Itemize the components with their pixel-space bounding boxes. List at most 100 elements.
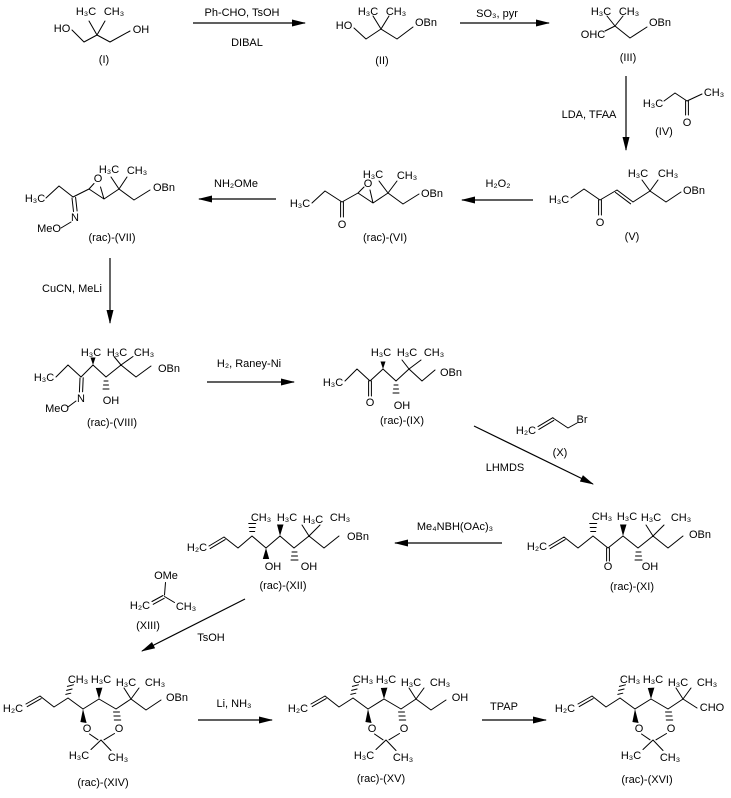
atom-me1: H₃C xyxy=(76,6,96,18)
atom-me2: CH₃ xyxy=(330,512,350,524)
wedge-bonds-xv xyxy=(365,687,388,723)
atom-me2: CH₃ xyxy=(145,677,165,689)
reagent-tsoh: TsOH xyxy=(197,632,225,644)
atom-ho: HO xyxy=(54,23,71,35)
atom-n: N xyxy=(71,212,79,224)
atom-obn: OBn xyxy=(166,692,188,704)
bonds-vii xyxy=(45,176,151,229)
compound-label-xiv: (rac)-(XIV) xyxy=(77,777,128,789)
atom-o-right: O xyxy=(667,723,676,735)
atom-meo: MeO xyxy=(37,223,61,235)
atom-obn: OBn xyxy=(153,182,175,194)
compound-iii-structure: OHC H₃C CH₃ OBn (III) xyxy=(581,6,671,64)
reagent-lhmds: LHMDS xyxy=(486,462,525,474)
compound-label-iv: (IV) xyxy=(655,126,673,138)
atom-me1: H₃C xyxy=(628,168,648,180)
atom-me-hash: CH₃ xyxy=(353,674,373,686)
atom-me1: H₃C xyxy=(107,347,127,359)
atom-obn: OBn xyxy=(421,188,443,200)
bonds-xiv xyxy=(25,684,162,751)
bonds-iv xyxy=(663,92,703,116)
atom-obn: OBn xyxy=(440,367,462,379)
atom-me-wedge: H₃C xyxy=(91,674,111,686)
bonds-iii xyxy=(604,15,648,39)
atom-h2c: H₂C xyxy=(130,600,150,612)
atom-me-wedge: H₃C xyxy=(371,347,391,359)
atom-o-ketone: O xyxy=(338,219,347,231)
atom-me-hash: CH₃ xyxy=(592,511,612,523)
atom-me1: H₃C xyxy=(397,347,417,359)
compound-xvi-structure: H₂C CH₃ H₃C H₃C CH₃ CHO O O H₃C CH₃ (rac… xyxy=(555,674,725,786)
atom-acetonide-me2: CH₃ xyxy=(108,752,128,764)
compound-label-xiii: (XIII) xyxy=(136,620,160,632)
compound-iv-structure: H₃C CH₃ O (IV) xyxy=(643,87,724,138)
compound-label-ii: (II) xyxy=(375,55,388,67)
atom-oh2: OH xyxy=(301,561,318,573)
atom-me2: CH₃ xyxy=(697,677,717,689)
wedge-bond-ix xyxy=(380,361,386,369)
atom-me2: CH₃ xyxy=(658,168,678,180)
compound-xiii-structure: OMe H₂C CH₃ (XIII) xyxy=(130,570,196,632)
compound-ix-structure: H₃C O H₃C H₃C CH₃ OH OBn (rac)-(IX) xyxy=(323,347,462,427)
atom-cho: CHO xyxy=(700,702,725,714)
atom-me2: CH₃ xyxy=(134,347,154,359)
atom-me2: CH₃ xyxy=(386,6,406,18)
reaction-arrows xyxy=(106,19,630,724)
atom-h2c: H₂C xyxy=(3,703,23,715)
atom-et: H₃C xyxy=(323,377,343,389)
atom-et: H₃C xyxy=(549,194,569,206)
compound-label-xv: (rac)-(XV) xyxy=(357,773,405,785)
atom-obn: OBn xyxy=(415,17,437,29)
atom-oh: OH xyxy=(133,24,150,36)
atom-oh: OH xyxy=(452,692,469,704)
compound-label-ix: (rac)-(IX) xyxy=(380,415,424,427)
atom-me-wedge: H₃C xyxy=(617,511,637,523)
bonds-xv xyxy=(310,684,447,751)
atom-ho: HO xyxy=(336,20,353,32)
atom-oh: OH xyxy=(394,400,411,412)
bonds-xvi xyxy=(577,684,698,751)
atom-me1: H₃C xyxy=(668,677,688,689)
compound-viii-structure: H₃C N MeO H₃C H₃C CH₃ OH OBn (rac)-(VIII… xyxy=(34,347,180,429)
atom-o-left: O xyxy=(635,723,644,735)
atom-obn: OBn xyxy=(683,185,705,197)
bonds-xii xyxy=(208,523,340,561)
atom-o-epoxide: O xyxy=(94,173,103,185)
bonds-i xyxy=(71,20,131,43)
reagent-dibal: DIBAL xyxy=(231,37,263,49)
atom-me2: CH₃ xyxy=(430,677,450,689)
reagent-phcho-tsoh: Ph-CHO, TsOH xyxy=(205,7,280,19)
atom-h2c: H₂C xyxy=(288,703,308,715)
reagent-h2o2: H₂O₂ xyxy=(485,178,510,190)
atom-me2: CH₃ xyxy=(127,165,147,177)
atom-o-right: O xyxy=(400,723,409,735)
atom-o-left: O xyxy=(83,723,92,735)
atom-h2c: H₂C xyxy=(555,703,575,715)
atom-h2c: H₂C xyxy=(516,425,536,437)
atom-acetonide-me1: H₃C xyxy=(69,750,89,762)
compound-label-v: (V) xyxy=(625,231,640,243)
atom-et: H₃C xyxy=(290,198,310,210)
compound-xv-structure: H₂C CH₃ H₃C H₃C CH₃ OH O O H₃C CH₃ (rac)… xyxy=(288,674,468,785)
compound-label-viii: (rac)-(VIII) xyxy=(87,417,137,429)
atom-ome: OMe xyxy=(154,570,178,582)
atom-obn: OBn xyxy=(689,529,711,541)
wedge-bond-xi xyxy=(620,524,627,536)
bonds-xi xyxy=(548,523,684,562)
arrow-step10 xyxy=(141,598,246,652)
atom-o: O xyxy=(596,217,605,229)
atom-h2c: H₂C xyxy=(527,541,547,553)
atom-br: Br xyxy=(577,414,588,426)
atom-n: N xyxy=(77,393,85,405)
atom-me-hash: CH₃ xyxy=(251,512,271,524)
bonds-viii xyxy=(55,356,152,408)
atom-me-wedge: H₃C xyxy=(81,347,101,359)
atom-me2: CH₃ xyxy=(397,170,417,182)
compound-i-structure: HO H₃C CH₃ OH (I) xyxy=(54,6,150,66)
atom-me-right: CH₃ xyxy=(704,87,724,99)
compound-xi-structure: H₂C CH₃ H₃C H₃C CH₃ O OH OBn (rac)-(XI) xyxy=(527,511,711,593)
atom-o-left: O xyxy=(368,723,377,735)
atom-me2: CH₃ xyxy=(671,512,691,524)
atom-et: H₃C xyxy=(25,193,45,205)
bonds-x xyxy=(537,417,578,430)
